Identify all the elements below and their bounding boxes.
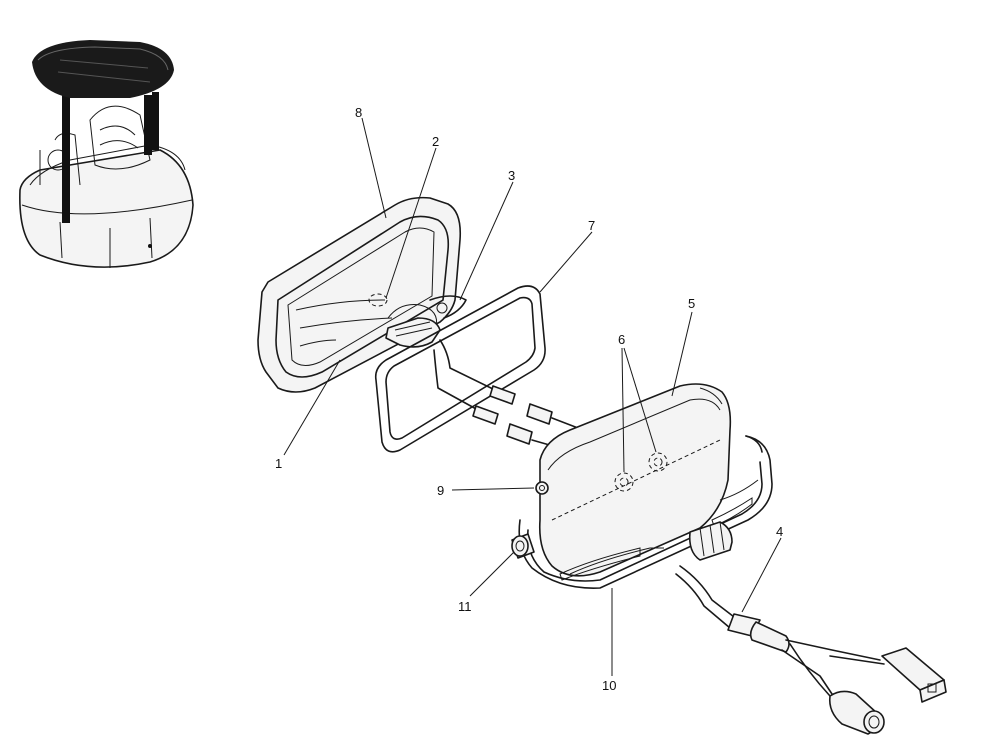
callout-5: 5 bbox=[688, 296, 695, 311]
screw-part-9 bbox=[535, 481, 549, 495]
leader-lines bbox=[283, 117, 782, 676]
callout-6: 6 bbox=[618, 332, 625, 347]
lamp-housing-part-5 bbox=[538, 383, 732, 577]
bracket-knob-right bbox=[688, 521, 733, 561]
screw-holes-part-6 bbox=[614, 452, 668, 492]
machine-locator-thumbnail bbox=[19, 40, 194, 268]
callout-9: 9 bbox=[437, 483, 444, 498]
gasket-part-7 bbox=[374, 285, 546, 453]
callout-3: 3 bbox=[508, 168, 515, 183]
callout-11: 11 bbox=[458, 599, 472, 614]
callout-4: 4 bbox=[776, 524, 783, 539]
lens-part-1 bbox=[295, 299, 393, 347]
callout-1: 1 bbox=[275, 456, 282, 471]
callout-2: 2 bbox=[432, 134, 439, 149]
mounting-bracket-part-10 bbox=[518, 435, 773, 589]
callout-7: 7 bbox=[588, 218, 595, 233]
square-connector bbox=[881, 647, 947, 703]
knob-part-11 bbox=[511, 533, 535, 559]
bulb-socket-part-3 bbox=[385, 295, 467, 348]
lamp-wires bbox=[433, 339, 579, 449]
callout-8: 8 bbox=[355, 105, 362, 120]
callout-labels: 8 2 3 7 5 6 1 9 11 10 4 bbox=[275, 105, 783, 693]
callout-10: 10 bbox=[602, 678, 616, 693]
round-connector bbox=[828, 690, 885, 735]
bulb-part-2 bbox=[368, 293, 438, 329]
cable-part-4 bbox=[675, 565, 885, 701]
lamp-housing-rim-part-8 bbox=[257, 196, 462, 393]
